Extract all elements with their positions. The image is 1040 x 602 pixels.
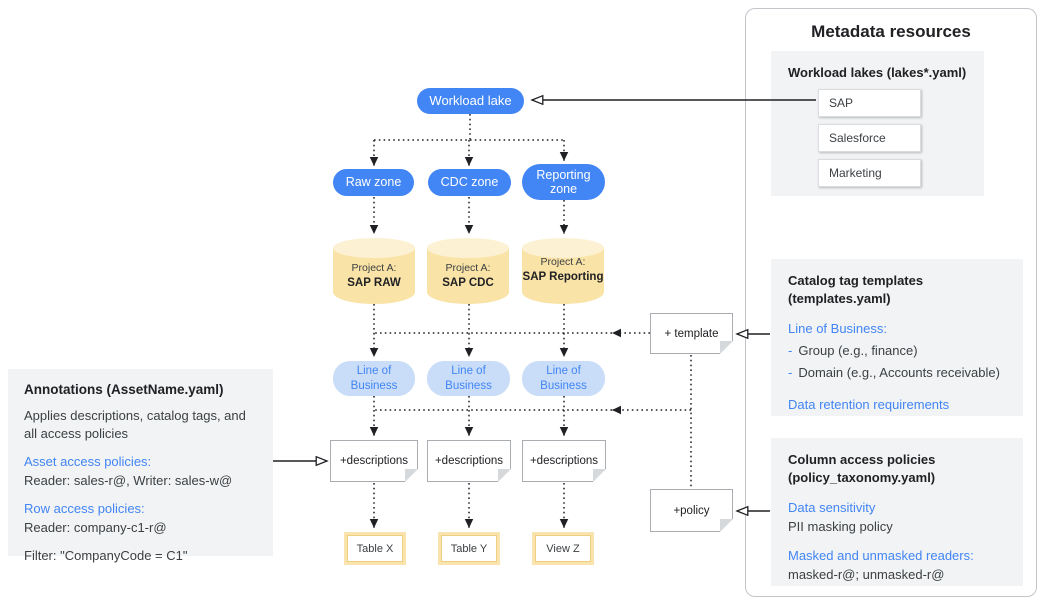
filter-value: Filter: "CompanyCode = C1"	[24, 547, 188, 563]
lob-label: Line of Business	[350, 364, 398, 392]
table-x-node: Table X	[344, 532, 406, 565]
workload-lakes-heading: Workload lakes (lakes*.yaml)	[788, 65, 967, 80]
descriptions-note-cdc: +descriptions	[427, 440, 511, 482]
folded-corner-icon	[405, 469, 418, 482]
data-sensitivity-value: PII masking policy	[788, 518, 893, 534]
project-cylinder-raw: Project A: SAP RAW	[333, 238, 415, 304]
cdc-zone-node: CDC zone	[428, 169, 511, 196]
annotations-body: Applies descriptions, catalog tags, and …	[24, 407, 246, 442]
policy-label: +policy	[673, 504, 710, 517]
column-policies-section: Column access policies (policy_taxonomy.…	[771, 438, 1023, 586]
lob-label: Line of Business	[540, 364, 587, 392]
folded-corner-icon	[720, 341, 733, 354]
project-cylinder-reporting: Project A: SAP Reporting	[522, 238, 604, 304]
lob-bullet-group-text: Group (e.g., finance)	[798, 342, 918, 358]
lob-bullet-domain-text: Domain (e.g., Accounts receivable)	[798, 364, 1000, 380]
reporting-zone-node: Reporting zone	[522, 164, 605, 200]
reporting-zone-label: Reporting zone	[536, 167, 591, 196]
descriptions-note-raw: +descriptions	[330, 440, 418, 482]
project-prefix: Project A:	[445, 262, 491, 274]
lob-heading: Line of Business:	[788, 321, 888, 337]
data-sensitivity-heading: Data sensitivity	[788, 500, 876, 516]
catalog-templates-heading: Catalog tag templates (templates.yaml)	[788, 273, 924, 306]
asset-access-policies-value: Reader: sales-r@, Writer: sales-w@	[24, 473, 233, 489]
row-access-policies-value: Reader: company-c1-r@	[24, 519, 167, 535]
project-name: SAP Reporting	[522, 270, 604, 283]
descriptions-note-reporting: +descriptions	[522, 440, 606, 482]
raw-zone-label: Raw zone	[345, 175, 402, 190]
table-y-node: Table Y	[438, 532, 500, 565]
lob-bullet-group: - Group (e.g., finance)	[788, 342, 1006, 361]
lake-item-marketing: Marketing	[818, 158, 921, 187]
view-z-label: View Z	[546, 542, 580, 555]
readers-heading: Masked and unmasked readers:	[788, 547, 974, 563]
annotations-panel: Annotations (AssetName.yaml) Applies des…	[8, 369, 273, 563]
bullet-dash-icon: -	[788, 364, 793, 380]
row-access-policies-heading: Row access policies:	[24, 500, 145, 516]
view-z-node: View Z	[532, 532, 594, 565]
cylinder-body: Project A: SAP Reporting	[522, 248, 604, 304]
workload-lake-label: Workload lake	[429, 92, 512, 108]
cylinder-top	[522, 238, 604, 258]
lob-bullet-domain: - Domain (e.g., Accounts receivable)	[788, 364, 1006, 383]
retention-heading: Data retention requirements	[788, 396, 950, 412]
lob-node-raw: Line of Business	[333, 361, 415, 396]
annotations-title: Annotations (AssetName.yaml)	[24, 382, 224, 397]
metadata-panel-title: Metadata resources	[811, 22, 971, 41]
lob-label: Line of Business	[445, 364, 492, 392]
lob-node-cdc: Line of Business	[427, 361, 510, 396]
workload-lakes-section: Workload lakes (lakes*.yaml) SAP Salesfo…	[771, 51, 984, 196]
table-x-label: Table X	[356, 542, 394, 555]
project-prefix: Project A:	[540, 256, 586, 268]
cylinder-top	[427, 238, 509, 258]
descriptions-label: +descriptions	[339, 455, 409, 467]
column-policies-heading: Column access policies (policy_taxonomy.…	[788, 452, 936, 485]
project-name: SAP RAW	[347, 276, 401, 289]
asset-access-policies-heading: Asset access policies:	[24, 454, 152, 470]
cylinder-top	[333, 238, 415, 258]
folded-corner-icon	[593, 469, 606, 482]
table-y-label: Table Y	[450, 542, 488, 555]
lob-node-reporting: Line of Business	[522, 361, 605, 396]
folded-corner-icon	[720, 519, 733, 532]
metadata-panel: Metadata resources Workload lakes (lakes…	[745, 8, 1037, 597]
workload-lake-node: Workload lake	[417, 88, 524, 114]
project-prefix: Project A:	[351, 262, 397, 274]
template-label: + template	[664, 327, 719, 340]
lake-item-sap: SAP	[818, 88, 921, 117]
project-name: SAP CDC	[442, 276, 494, 289]
bullet-dash-icon: -	[788, 342, 793, 358]
raw-zone-node: Raw zone	[333, 169, 414, 196]
descriptions-label: +descriptions	[434, 455, 504, 467]
policy-note: +policy	[650, 489, 733, 532]
descriptions-label: +descriptions	[529, 455, 599, 467]
catalog-templates-section: Catalog tag templates (templates.yaml) L…	[771, 259, 1023, 416]
folded-corner-icon	[498, 469, 511, 482]
project-cylinder-cdc: Project A: SAP CDC	[427, 238, 509, 304]
template-note: + template	[650, 313, 733, 354]
cdc-zone-label: CDC zone	[440, 175, 499, 190]
readers-value: masked-r@; unmasked-r@	[788, 566, 945, 582]
lake-item-salesforce: Salesforce	[818, 123, 921, 152]
